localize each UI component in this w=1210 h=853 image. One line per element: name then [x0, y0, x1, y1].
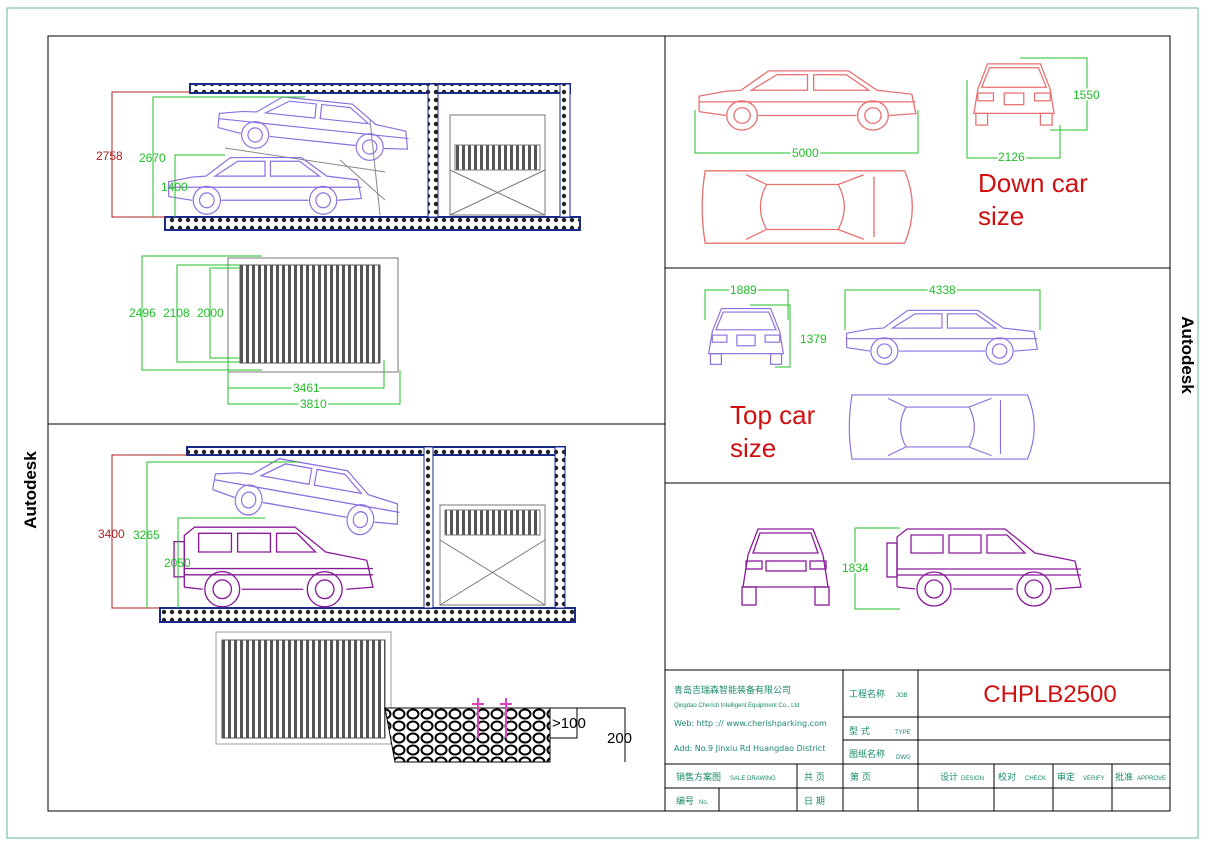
middle-column — [423, 446, 434, 609]
company-name-en: Qingdao Cherish Intelligent Equipment Co… — [674, 703, 799, 709]
top-car-label: Top car — [730, 400, 816, 430]
anchor-bolts — [472, 698, 512, 738]
dim-1834: 1834 — [842, 561, 869, 575]
dim-5000: 5000 — [792, 146, 819, 160]
dim-thickness: 200 — [607, 730, 632, 747]
down-car-top — [701, 170, 913, 244]
dim-4338: 4338 — [929, 283, 956, 297]
side-label-right: Autodesk — [1178, 316, 1197, 394]
dim-bolt-depth: >100 — [552, 715, 586, 732]
lift-frame-front — [439, 504, 546, 606]
top-car-top — [848, 394, 1035, 460]
floor-slab — [159, 607, 576, 623]
dim-3461: 3461 — [293, 381, 320, 395]
dim-2126: 2126 — [998, 150, 1025, 164]
elevation-sedan-sedan: 2758 2670 1400 — [96, 83, 581, 231]
sale-drawing-cn: 销售方案图 — [676, 771, 721, 783]
approve-en: APPROVE — [1137, 776, 1166, 782]
dim-1400: 1400 — [161, 180, 188, 194]
check-cn: 校对 — [998, 771, 1016, 783]
dim-1550: 1550 — [1073, 88, 1100, 102]
dim-3265: 3265 — [133, 528, 160, 542]
type-label-cn: 型 式 — [849, 725, 870, 737]
date-label: 日 期 — [804, 796, 825, 807]
title-block-text: 青岛吉瑞森智能装备有限公司 Qingdao Cherish Intelligen… — [674, 681, 1166, 807]
dim-1379: 1379 — [800, 332, 827, 346]
bottom-sedan — [168, 156, 362, 215]
suv-front — [741, 528, 830, 606]
job-label-en: JOB — [896, 693, 908, 699]
check-en: CHECK — [1025, 776, 1046, 782]
verify-cn: 审定 — [1057, 771, 1075, 783]
page-number: 第 页 — [850, 771, 871, 783]
company-name-cn: 青岛吉瑞森智能装备有限公司 — [674, 684, 791, 696]
dim-2050: 2050 — [164, 556, 191, 570]
company-web: Web: http :// www.cherishparking.com — [674, 719, 827, 728]
design-en: DESIGN — [961, 776, 984, 782]
down-car-label: Down car — [978, 168, 1088, 198]
lift-frame-front — [449, 114, 546, 216]
dim-2108: 2108 — [163, 306, 190, 320]
job-value: CHPLB2500 — [983, 681, 1116, 708]
down-car-side — [698, 70, 917, 131]
total-pages: 共 页 — [804, 772, 825, 783]
suv-panel: 1834 — [741, 527, 1082, 610]
dim-3810: 3810 — [300, 397, 327, 411]
ceiling-wall — [189, 83, 571, 94]
down-car-panel: 5000 2126 1550 Down car size — [694, 57, 1102, 244]
plan-view-top: 2496 2108 2000 3461 3810 — [129, 255, 401, 413]
title-block — [664, 669, 1171, 812]
outer-border — [6, 7, 1199, 839]
sale-drawing-en: SALE DRAWING — [730, 776, 776, 782]
dim-2758: 2758 — [96, 149, 123, 163]
dim-3400: 3400 — [98, 527, 125, 541]
ceiling-wall — [186, 446, 566, 456]
approve-cn: 批准 — [1115, 771, 1133, 783]
plan-view-bottom — [215, 631, 392, 745]
design-cn: 设计 — [940, 771, 958, 783]
dwg-label-cn: 图纸名称 — [849, 748, 885, 760]
right-column — [554, 446, 566, 609]
dim-2000: 2000 — [197, 306, 224, 320]
middle-column — [427, 83, 439, 218]
number-en: No. — [699, 800, 709, 806]
top-car-label-2: size — [730, 433, 776, 463]
top-car-side — [846, 309, 1038, 365]
top-car-front — [708, 307, 784, 365]
dim-2670: 2670 — [139, 151, 166, 165]
down-car-front — [973, 63, 1055, 126]
job-label-cn: 工程名称 — [849, 688, 885, 700]
number-cn: 编号 — [676, 795, 694, 807]
verify-en: VERIFY — [1083, 776, 1105, 782]
floor-slab — [164, 216, 581, 231]
type-label-en: TYPE — [895, 730, 911, 736]
dwg-label-en: DWG — [896, 755, 911, 761]
side-label-left: Autodesk — [21, 451, 40, 529]
dim-2496: 2496 — [129, 306, 156, 320]
down-car-label-2: size — [978, 201, 1024, 231]
top-sedan — [215, 89, 413, 165]
foundation-detail: >100 200 — [384, 698, 632, 763]
right-column — [559, 83, 571, 218]
company-address: Add: No.9 Jinxiu Rd Huangdao District — [674, 744, 825, 753]
dim-1889: 1889 — [730, 283, 757, 297]
elevation-sedan-suv: 3400 3265 2050 — [98, 446, 576, 623]
top-car-panel: 1889 1379 4338 Top car size — [704, 281, 1041, 463]
bottom-suv — [173, 526, 374, 608]
suv-side — [886, 528, 1082, 607]
